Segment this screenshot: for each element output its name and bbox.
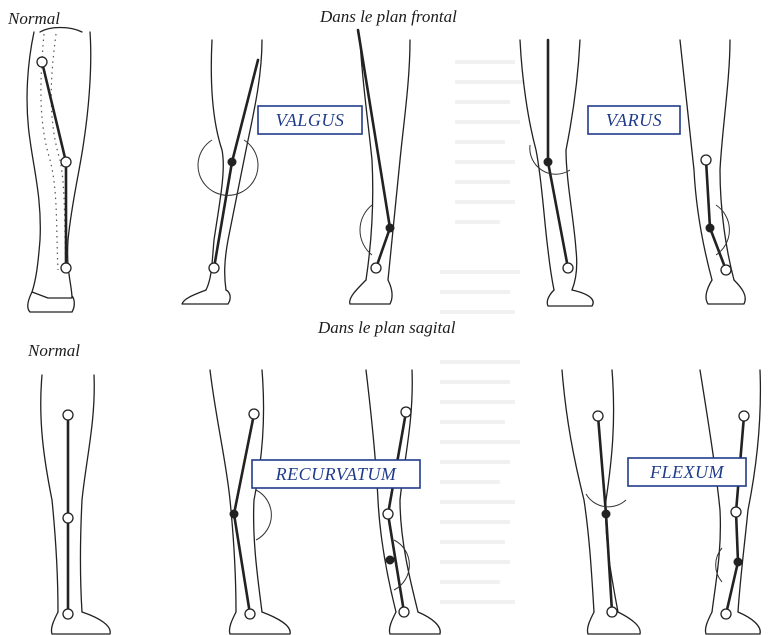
flexum-leg-right xyxy=(700,370,760,634)
flexum-leg-left xyxy=(562,370,640,634)
knee-joint xyxy=(61,157,71,167)
recurvatum-leg-left xyxy=(210,370,290,634)
normal-frontal-leg xyxy=(27,28,91,313)
flexum-badge: FLEXUM xyxy=(628,458,746,486)
valgus-label: VALGUS xyxy=(276,110,345,130)
varus-leg-right xyxy=(680,40,745,304)
recurvatum-leg-right xyxy=(366,370,440,634)
valgus-leg-left xyxy=(182,40,262,304)
normal-sagittal-label: Normal xyxy=(27,341,80,360)
ankle-joint xyxy=(61,263,71,273)
varus-label: VARUS xyxy=(606,110,662,130)
recurvatum-badge: RECURVATUM xyxy=(252,460,420,488)
sagittal-plane-title: Dans le plan sagital xyxy=(317,318,456,337)
hip-joint xyxy=(37,57,47,67)
valgus-leg-right xyxy=(350,30,410,304)
flexum-label: FLEXUM xyxy=(649,462,724,482)
varus-leg-left xyxy=(520,40,593,306)
frontal-plane-title: Dans le plan frontal xyxy=(319,7,457,26)
varus-badge: VARUS xyxy=(588,106,680,134)
normal-sagittal-leg xyxy=(41,375,110,634)
valgus-badge: VALGUS xyxy=(258,106,362,134)
recurvatum-label: RECURVATUM xyxy=(275,464,397,484)
normal-frontal-label: Normal xyxy=(7,9,60,28)
